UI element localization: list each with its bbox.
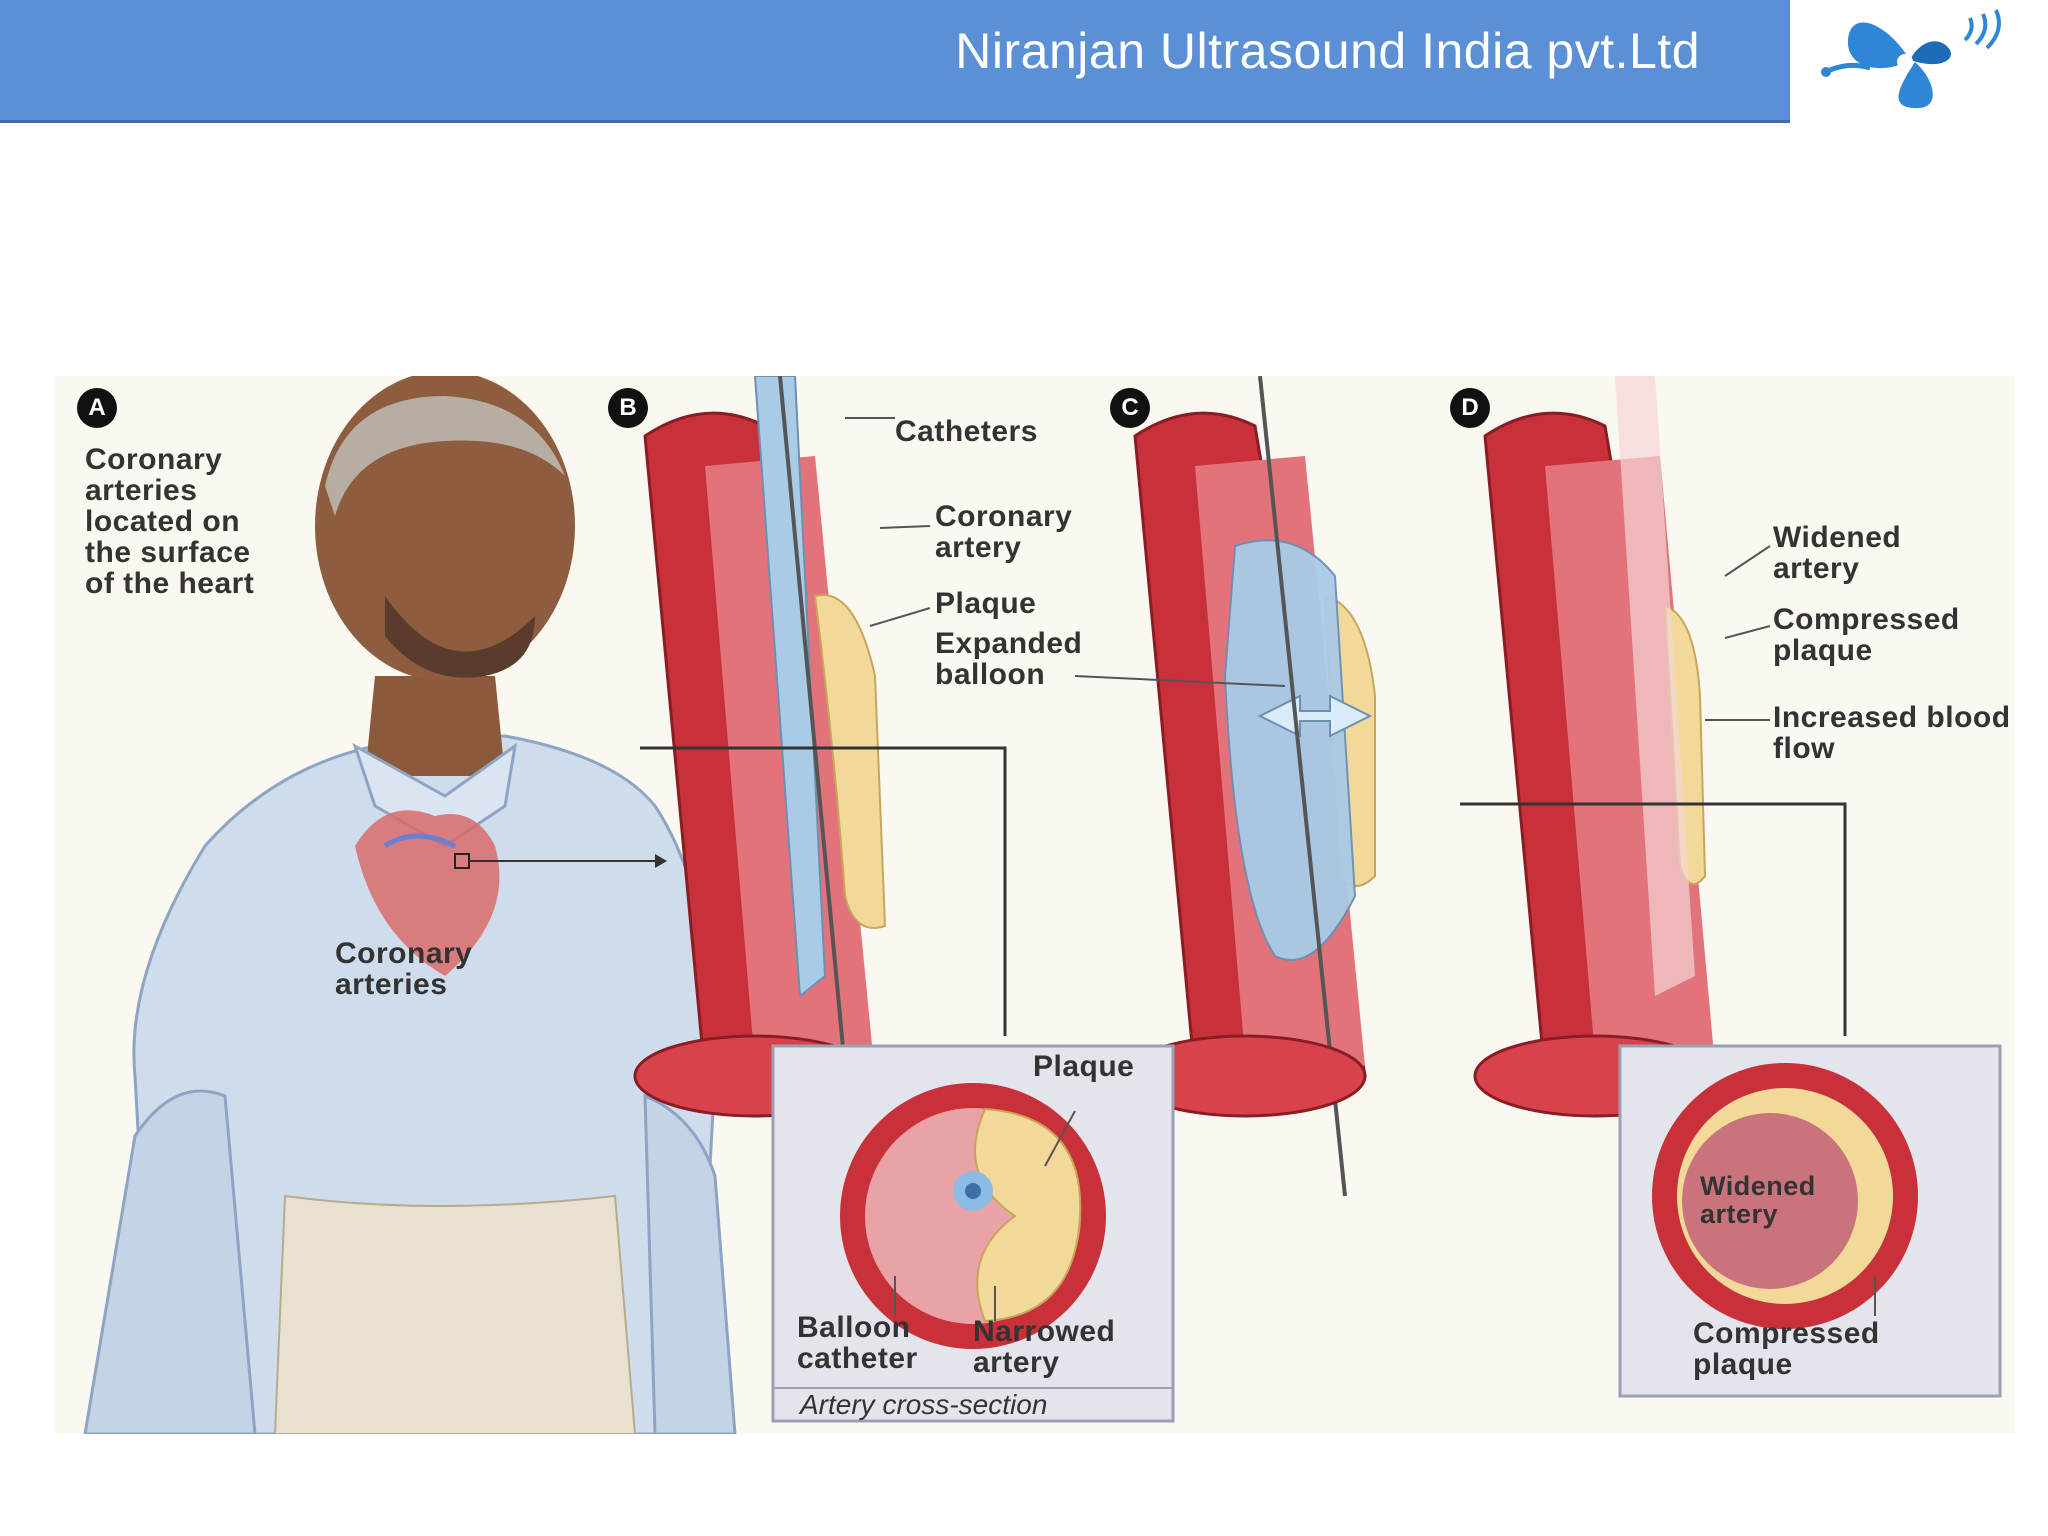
butterfly-ultrasound-logo-icon bbox=[1821, 9, 2001, 109]
compressed-plaque-label: Compressed plaque bbox=[1773, 603, 1960, 667]
angioplasty-diagram: A B C D Coronary arteries located on the… bbox=[55, 376, 2015, 1434]
artery-c bbox=[1074, 376, 1376, 1197]
cs-widened-artery-label: Widened artery bbox=[1700, 1171, 1816, 1229]
panel-c-marker: C bbox=[1110, 388, 1150, 428]
coronary-artery-label: Coronary artery bbox=[935, 500, 1073, 564]
surface-arteries-label: Coronary arteries located on the surface… bbox=[85, 443, 255, 600]
company-name: Niranjan Ultrasound India pvt.Ltd bbox=[955, 23, 1700, 79]
artery-d bbox=[1460, 376, 1847, 1118]
increased-blood-flow-label: Increased blood flow bbox=[1773, 701, 2011, 765]
header-bar: Niranjan Ultrasound India pvt.Ltd bbox=[0, 0, 1790, 123]
cross-section-caption: Artery cross-section bbox=[800, 1389, 1048, 1420]
cs-compressed-plaque-label: Compressed plaque bbox=[1693, 1317, 1880, 1381]
diagram-illustration bbox=[83, 376, 2002, 1434]
cross-section-d bbox=[1618, 1044, 2002, 1398]
coronary-arteries-label: Coronary arteries bbox=[335, 937, 473, 1001]
panel-d-marker: D bbox=[1450, 388, 1490, 428]
catheters-label: Catheters bbox=[895, 415, 1038, 448]
artery-b bbox=[633, 376, 1007, 1177]
narrowed-artery-label: Narrowed artery bbox=[973, 1315, 1116, 1379]
panel-b-marker: B bbox=[608, 388, 648, 428]
panel-a-marker: A bbox=[77, 388, 117, 428]
expanded-balloon-label: Expanded balloon bbox=[935, 627, 1083, 691]
logo bbox=[1790, 0, 2048, 123]
widened-artery-label: Widened artery bbox=[1773, 521, 1902, 585]
balloon-catheter-label: Balloon catheter bbox=[797, 1311, 918, 1375]
man-illustration bbox=[83, 376, 737, 1434]
cross-section-b bbox=[771, 1044, 1175, 1423]
cs-plaque-label: Plaque bbox=[1033, 1050, 1135, 1083]
plaque-label: Plaque bbox=[935, 587, 1037, 620]
